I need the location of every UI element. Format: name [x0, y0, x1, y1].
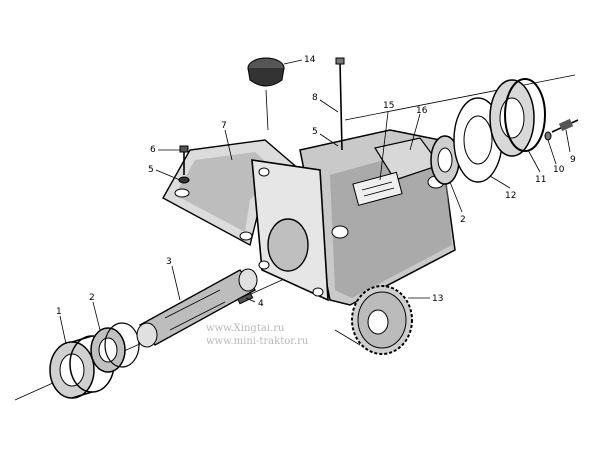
- label-2-right: 2: [460, 215, 466, 225]
- label-13: 13: [432, 294, 443, 304]
- callouts: 1 2 3 4 5 6 7 8 5 15 16 14 2 12 11 10 9: [56, 55, 576, 345]
- part-2-bearing-left: [90, 322, 140, 373]
- label-14: 14: [304, 55, 316, 65]
- part-8-stud: [335, 57, 345, 151]
- label-5-left: 5: [148, 165, 154, 175]
- label-6: 6: [150, 145, 156, 155]
- label-11: 11: [535, 175, 546, 185]
- part-1-bearing: [49, 335, 115, 399]
- label-16: 16: [416, 106, 428, 116]
- label-8: 8: [312, 93, 318, 103]
- part-5-washer: [178, 176, 190, 184]
- watermark-line-2: www.mini-traktor.ru: [206, 336, 309, 347]
- label-12: 12: [505, 191, 516, 201]
- part-6-bolt: [179, 145, 189, 175]
- label-10: 10: [553, 165, 565, 175]
- label-15: 15: [383, 101, 394, 111]
- label-4: 4: [258, 299, 264, 309]
- part-9-bolt: [551, 118, 579, 133]
- part-4-key: [237, 292, 254, 305]
- gearbox-housing: [162, 129, 456, 306]
- label-1: 1: [56, 307, 62, 317]
- label-7: 7: [221, 121, 227, 131]
- watermark-line-1: www.Xingtai.ru: [206, 323, 285, 334]
- label-3: 3: [166, 257, 172, 267]
- label-5-right: 5: [312, 127, 318, 137]
- part-14-breather: [247, 57, 285, 131]
- label-2-left: 2: [89, 293, 95, 303]
- part-13-gear: [351, 285, 413, 355]
- label-9: 9: [570, 155, 576, 165]
- part-10-washer: [544, 131, 552, 141]
- part-3-shaft: [136, 268, 258, 348]
- part-11-end-cover: [489, 78, 546, 157]
- watermark: www.Xingtai.ru www.mini-traktor.ru: [206, 323, 309, 347]
